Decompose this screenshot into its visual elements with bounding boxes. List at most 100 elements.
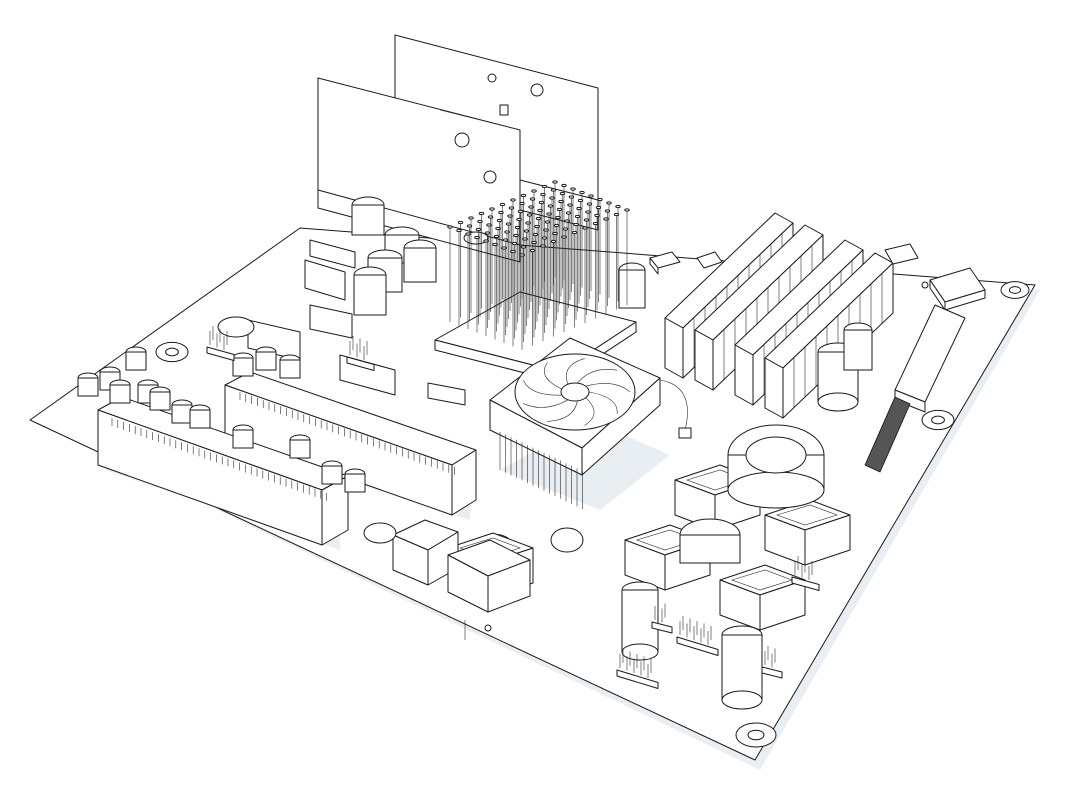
heatsink-pin-tip [567,203,573,207]
heatsink-pin-tip [615,204,621,209]
pcie-riser-right [864,304,966,473]
heatsink-pin-tip [552,231,558,236]
pcie-slot-lower [97,396,349,550]
coil-housing [679,424,825,564]
heatsink-pin-tip [522,237,528,241]
heatsink-pin-tip [624,208,630,212]
heatsink-pin-tip [549,196,555,200]
heatsink-pin-tip [594,213,600,218]
toroid-inner [165,347,179,357]
fan-blade [584,397,595,426]
slot-contacts-lower [111,418,327,501]
heatsink-pin-tip [523,229,530,233]
header-base [791,576,820,591]
heatsink-pin-tip [540,192,546,197]
heatsink-pin-tip [513,233,519,238]
heatsink-pin-tip [544,220,551,224]
heatsink-pin-tip [514,225,521,230]
heatsink-pin-tip [465,232,471,236]
header-base [761,666,783,679]
heatsink-pin-tip [592,221,599,226]
heatsink-pin-tip [511,241,518,246]
header-base [206,346,235,361]
heatsink-pin-tip [483,239,489,243]
small-capacitor-body [189,409,211,429]
small-capacitor-body [171,404,193,424]
ram-slot-end [764,357,784,419]
heatsink-pin-tip [588,194,594,198]
header-base [346,356,375,371]
heatsink-pin-tip [574,214,581,219]
small-capacitor-body [149,391,171,411]
toroid-inner [931,415,945,425]
heatsink-pin-tip [487,215,494,219]
heatsink-pin-tip [604,209,611,213]
fan-blade [544,362,562,390]
small-capacitor-body [344,473,366,493]
heatsink-pin-tip [550,239,557,244]
heatsink-pin-tip [532,232,539,237]
slot-contacts-upper [239,392,455,475]
heatsink-pin-tip [496,218,503,223]
heatsink-pins [447,180,630,350]
heatsink-pin-tip [541,236,548,240]
heatsink-pin-tip [517,209,524,214]
heatsink-pin-tip [553,223,560,228]
lower-chips [363,519,584,613]
heatsink-pin-tip [505,222,512,226]
capacitors-left-edge [77,346,366,493]
heatsink-pin-tip [613,212,620,217]
heatsink-pin-tip [537,208,543,213]
heatsink-pin-tip [508,206,515,210]
heatsink-pin-tip [531,240,537,245]
heatsink-pin-tip [576,206,582,211]
cpu-fan-cooler [489,337,692,510]
small-capacitor-body [279,359,301,379]
heatsink-pin-tip [585,210,591,214]
cooler-fins [499,432,583,509]
heatsink-pin-tip [568,195,575,199]
heatsink-pin-tip [606,201,612,205]
sata-port-slot [776,504,838,526]
heatsink-pin-tip [528,205,534,209]
fan-blades [523,358,631,426]
heatsink-pin-tip [510,249,516,254]
heatsink-pin-tip [504,230,510,234]
heatsink-pin-tip [493,234,500,239]
heatsink-pin-tip [579,190,585,195]
heatsink-pin-tip [531,189,537,193]
heatsink-pin-tip [489,207,495,211]
heatsink-pin-tip [495,226,501,231]
heatsink-pin-tip [535,216,542,221]
heatsink-pin-tip [582,226,588,230]
heatsink-pin-tip [457,220,464,225]
fan-blade [566,358,585,385]
sata-connectors [447,464,851,631]
heatsink-pin-tip [534,224,540,229]
toroid-inner [747,729,765,741]
heatsink-pin-tip [564,219,570,223]
small-capacitor-body [232,429,254,449]
heatsink-pin-tip [543,228,549,232]
ram-slot-end [734,344,754,406]
header-base [676,636,719,656]
fan-blade [547,400,578,422]
heatsink-pin-tip [595,205,602,210]
heatsink-pin-tip [597,197,603,202]
heatsink-pin-tip [502,238,509,242]
sata-port-side [804,514,851,566]
heatsink-pin-tip [526,213,533,217]
heatsink-pin-tip [555,215,561,220]
heatsink-pin-tip [573,222,579,227]
heatsink-pin-tip [561,235,567,239]
heatsink-pin-tip [583,218,590,222]
heatsink-pin-tip [507,214,513,218]
heatsink-pin-tip [478,211,485,216]
heatsink-pin-tip [552,180,558,184]
ram-slot-end [694,329,714,391]
small-capacitor-body [232,357,254,377]
heatsink-pin-tip [547,204,554,208]
heatsink-pin-tip [486,223,492,227]
